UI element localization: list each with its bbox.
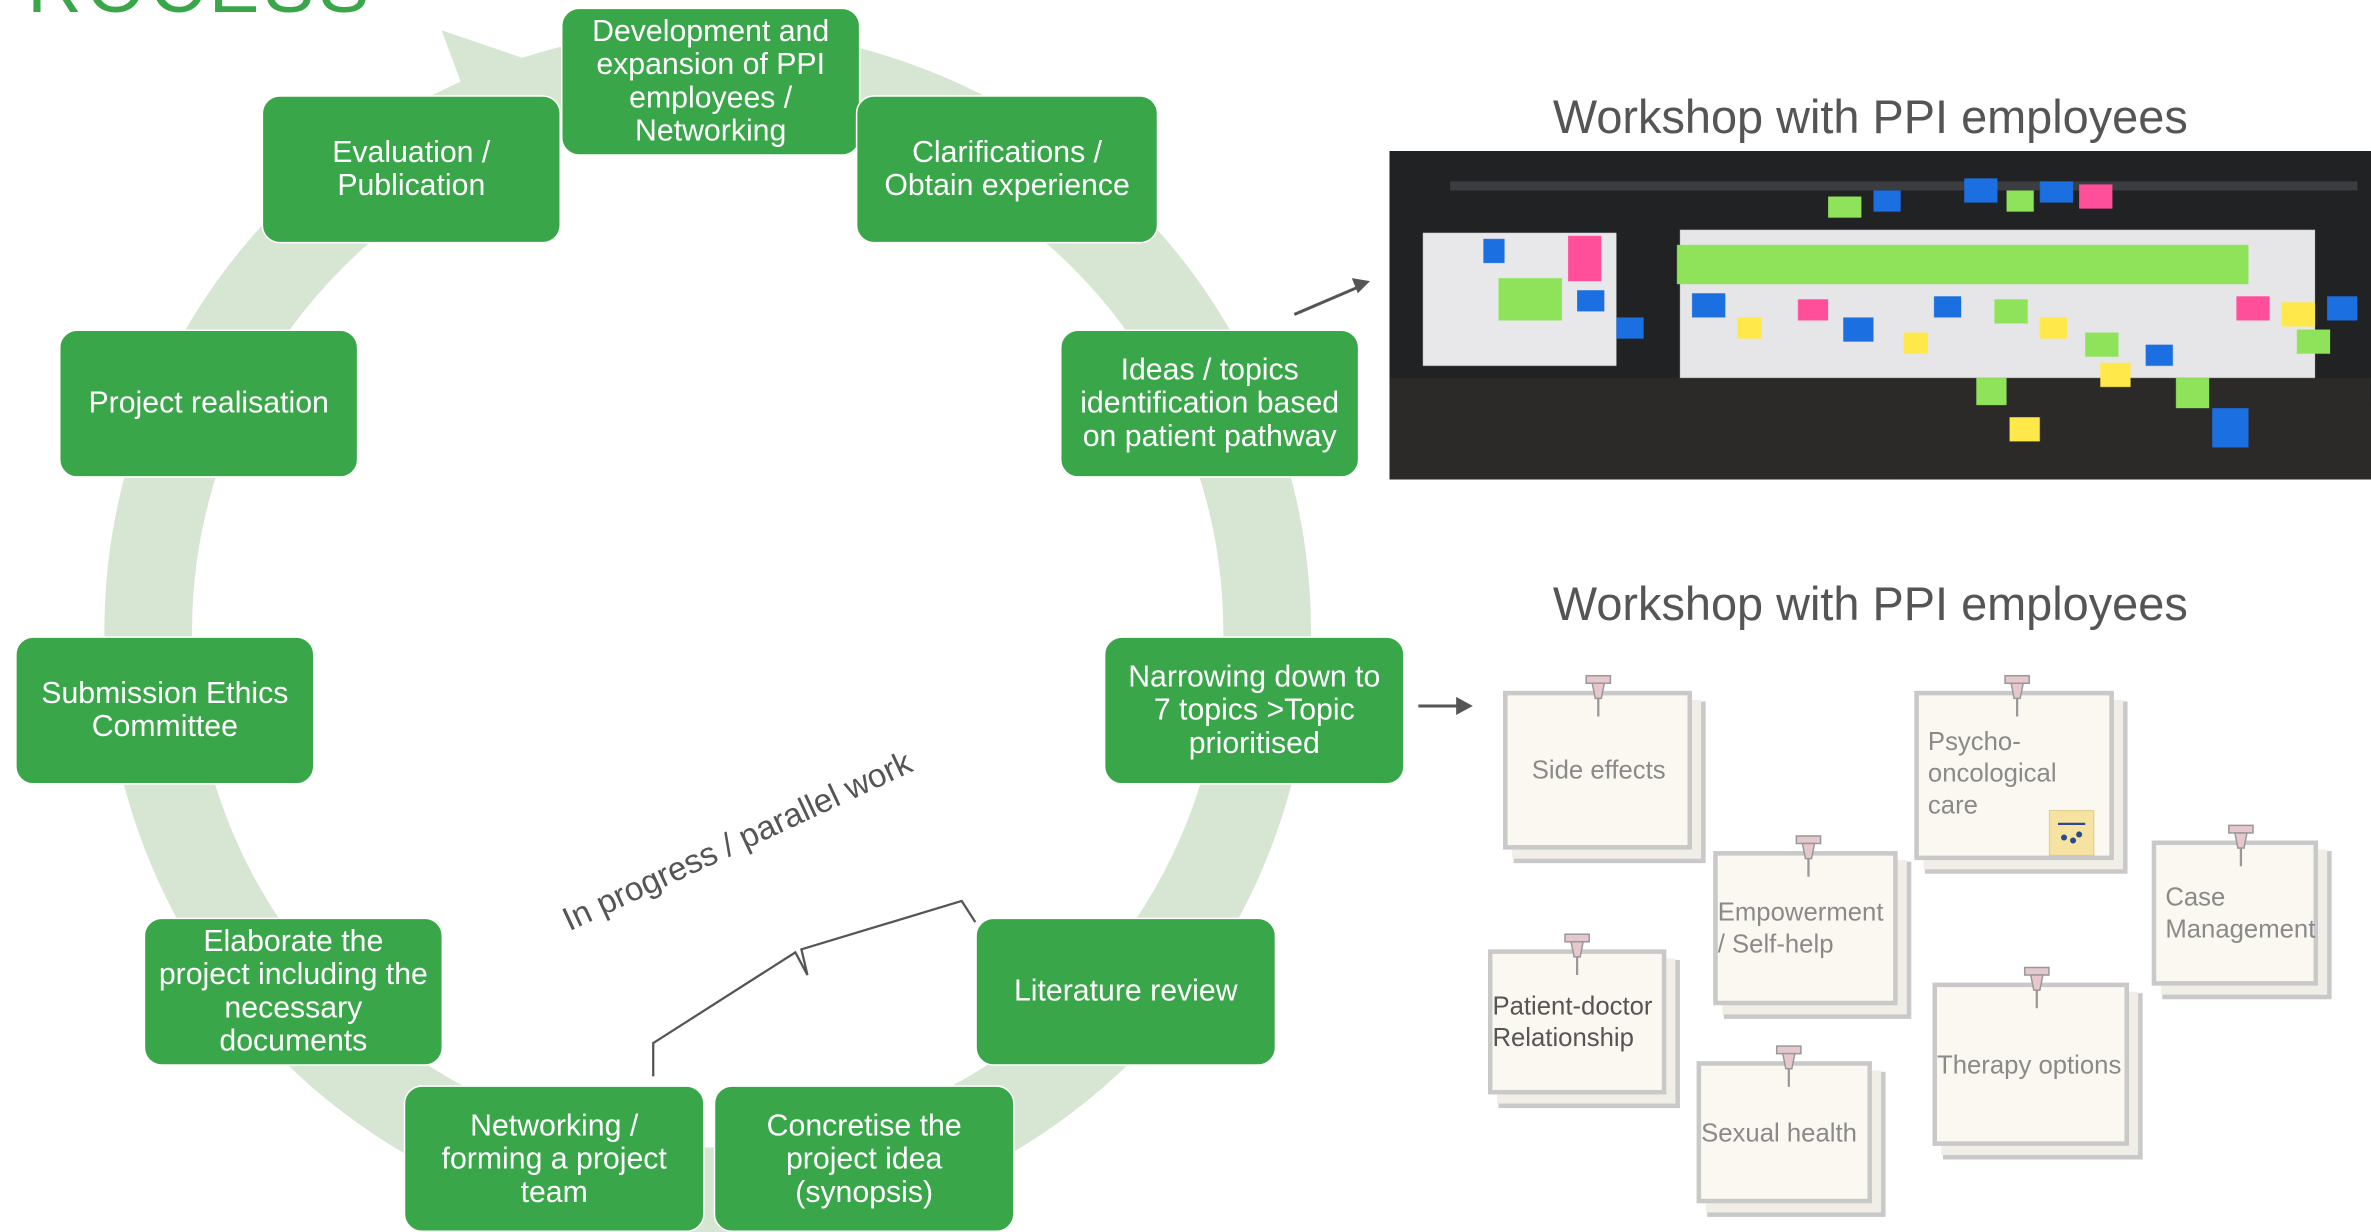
pushpin-icon — [1795, 835, 1822, 877]
step-networking: Networking / forming a project team — [403, 1085, 705, 1232]
step-development: Development and expansion of PPI employe… — [560, 7, 861, 156]
pushpin-icon — [1585, 674, 1612, 717]
step-literature: Literature review — [975, 917, 1277, 1066]
step-submission: Submission Ethics Committee — [15, 636, 315, 785]
pushpin-icon — [1775, 1045, 1802, 1087]
note-patient-doctor: Patient-doctor Relationship — [1487, 933, 1667, 1095]
note-psycho-oncological: Psycho-oncological care — [1914, 674, 2114, 861]
step-elaborate: Elaborate the project including the nece… — [143, 917, 444, 1066]
parallel-brace — [652, 899, 977, 1077]
note-sexual-health: Sexual health — [1696, 1045, 1872, 1204]
pushpin-icon — [1564, 933, 1590, 976]
arrow-right-icon — [1293, 278, 1473, 716]
note-side-effects: Side effects — [1503, 674, 1693, 850]
pushpin-icon — [2228, 824, 2254, 867]
step-ideas: Ideas / topics identification based on p… — [1059, 329, 1360, 478]
step-clarifications: Clarifications / Obtain experience — [855, 95, 1159, 244]
workshop-bottom-title: Workshop with PPI employees — [1552, 577, 2188, 631]
step-concretise: Concretise the project idea (synopsis) — [713, 1085, 1015, 1232]
workshop-photo — [1389, 151, 2371, 480]
pushpin-icon — [2023, 966, 2050, 1009]
note-therapy-options: Therapy options — [1932, 966, 2130, 1146]
pushpin-icon — [2004, 674, 2030, 717]
note-empowerment: Empowerment / Self-help — [1713, 835, 1898, 1006]
step-realisation: Project realisation — [58, 329, 359, 478]
step-narrowing: Narrowing down to 7 topics >Topic priori… — [1103, 636, 1405, 785]
step-evaluation: Evaluation / Publication — [261, 95, 561, 244]
page-title: ROCESS — [27, 0, 374, 24]
workshop-top-title: Workshop with PPI employees — [1552, 90, 2188, 144]
sticky-note-icon — [2048, 810, 2095, 856]
note-case-management: Case Management — [2151, 824, 2319, 986]
